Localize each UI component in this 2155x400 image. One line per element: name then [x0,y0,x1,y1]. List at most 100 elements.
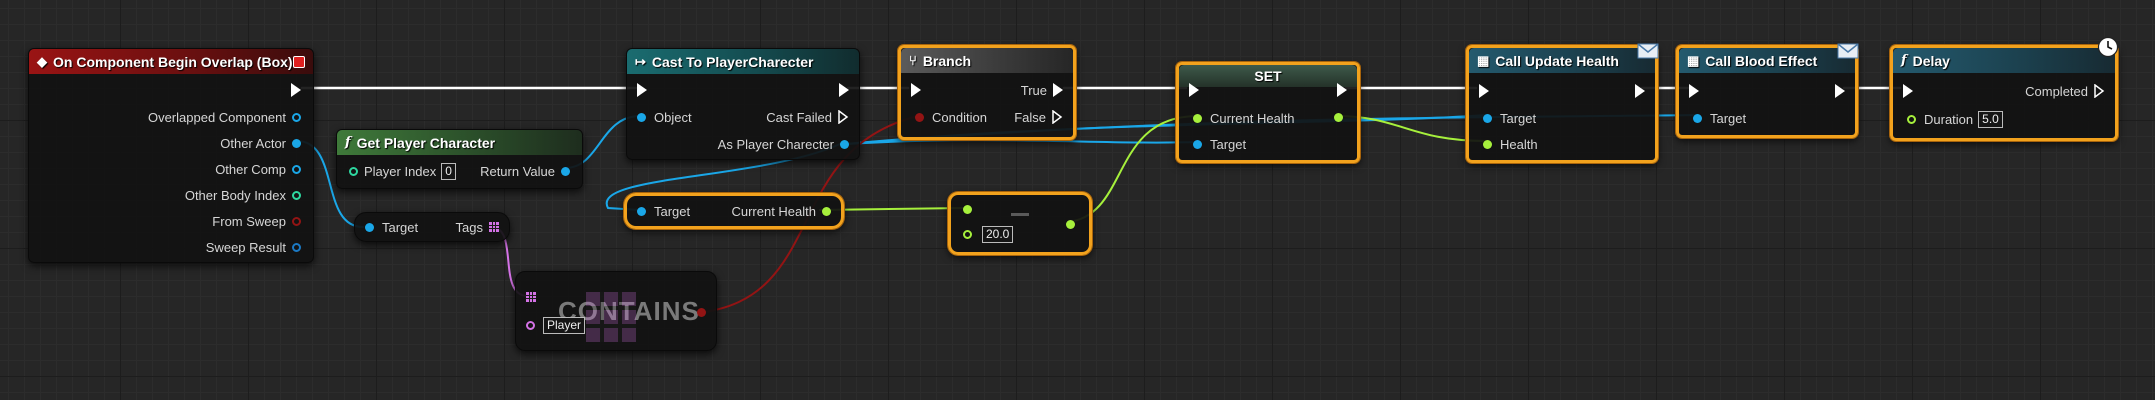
subtract-node[interactable]: 20.0 [948,192,1092,255]
object-pin[interactable] [292,138,301,148]
exec-out-pin[interactable] [1835,84,1845,98]
exec-in-pin[interactable] [637,83,647,97]
branch-title: Branch [922,52,972,69]
duration-field[interactable]: 5.0 [1978,110,2003,128]
subtract-value-field[interactable]: 20.0 [982,225,1014,243]
float-pin[interactable] [1193,113,1202,123]
object-pin[interactable] [840,139,849,149]
blood-effect-node[interactable]: ▦ Call Blood Effect Target [1676,45,1858,138]
function-icon: f [345,135,351,150]
object-pin[interactable] [1193,139,1202,149]
update-health-header[interactable]: ▦ Call Update Health [1469,48,1655,73]
pin-row: Target [1693,109,1746,127]
contains-value-field[interactable]: Player [543,316,586,334]
pin-label: Overlapped Component [147,109,286,125]
pin-label: Object [654,109,692,125]
pin-label: Other Body Index [184,187,286,203]
pin-row: Cast Failed [766,108,849,126]
exec-out-pin[interactable] [1053,83,1063,97]
exec-out-row [291,81,301,99]
pin-label: Condition [932,109,987,125]
branch-header[interactable]: ⑂ Branch [901,48,1073,73]
pin-row: Condition [915,108,987,126]
exec-out-pin[interactable] [839,83,849,97]
overlap-event-node[interactable]: ◆ On Component Begin Overlap (Box) Overl… [28,48,314,263]
pin-row: Object [637,108,692,126]
clock-icon [2097,36,2119,58]
pin-row: Target [1193,135,1246,153]
exec-in-pin[interactable] [1189,83,1199,97]
pin-label: Target [382,219,419,235]
grid-watermark-icon [586,292,636,342]
delay-title: Delay [1912,52,1950,69]
pin-row: Other Body Index [185,186,301,204]
blood-effect-header[interactable]: ▦ Call Blood Effect [1679,48,1855,73]
set-header[interactable]: SET [1179,65,1357,87]
pin-row: Player Index 0 [349,162,456,180]
update-health-node[interactable]: ▦ Call Update Health Target Health [1466,45,1658,163]
function-icon: f [1901,53,1907,68]
float-pin[interactable] [963,229,972,239]
bool-pin[interactable] [292,216,301,226]
exec-out-row [839,81,849,99]
get-tags-node[interactable]: Target Tags [354,212,510,242]
object-pin[interactable] [1693,113,1702,123]
cast-header[interactable]: ↦ Cast To PlayerCharecter [627,49,859,74]
object-pin[interactable] [292,112,301,122]
float-pin[interactable] [963,205,972,214]
float-pin[interactable] [1907,114,1916,124]
float-pin[interactable] [822,206,831,216]
pin-label: Current Health [1210,110,1295,126]
set-node[interactable]: SET Current Health Target [1176,62,1360,163]
exec-in-pin[interactable] [1689,84,1699,98]
get-player-character-node[interactable]: f Get Player Character Player Index 0 Re… [336,129,583,189]
contains-node[interactable]: CONTAINS Player [515,271,717,351]
exec-out-hollow-pin[interactable] [838,110,849,124]
float-pin[interactable] [1334,113,1343,122]
delay-node[interactable]: f Delay Completed Duration 5.0 [1890,45,2118,141]
object-pin[interactable] [637,206,646,216]
exec-in-row [1689,82,1699,100]
exec-in-pin[interactable] [911,83,921,97]
pin-label: From Sweep [212,213,286,229]
bool-pin[interactable] [697,308,706,317]
exec-out-hollow-pin[interactable] [1052,110,1063,124]
update-health-title: Call Update Health [1495,52,1619,69]
object-pin[interactable] [292,164,301,174]
function-table-icon: ▦ [1477,52,1490,68]
name-pin[interactable] [526,320,535,330]
pin-label: Player Index [364,163,437,179]
cast-node[interactable]: ↦ Cast To PlayerCharecter Object Cast Fa… [626,48,860,160]
array-pin[interactable] [526,292,536,302]
overlap-event-header[interactable]: ◆ On Component Begin Overlap (Box) [29,49,313,74]
exec-in-pin[interactable] [1903,84,1913,98]
get-current-health-node[interactable]: Target Current Health [624,193,844,229]
struct-pin[interactable] [292,242,301,252]
bool-pin[interactable] [915,112,924,122]
exec-in-pin[interactable] [1479,84,1489,98]
object-pin[interactable] [637,112,646,122]
object-pin[interactable] [1483,113,1492,123]
float-pin[interactable] [1483,139,1492,149]
delay-header[interactable]: f Delay [1893,48,2115,73]
exec-out-pin[interactable] [1337,83,1347,97]
float-pin[interactable] [1066,220,1075,229]
player-index-field[interactable]: 0 [441,162,456,180]
exec-out-pin[interactable] [1635,84,1645,98]
int-pin[interactable] [292,190,301,200]
exec-out-hollow-pin[interactable] [2094,84,2105,98]
object-pin[interactable] [561,166,570,176]
object-wire [845,139,1199,145]
object-pin[interactable] [365,222,374,232]
array-pin[interactable] [489,222,499,232]
pin-row: Overlapped Component [148,108,301,126]
int-pin[interactable] [349,166,358,176]
pin-label: Duration [1924,111,1974,127]
get-player-character-header[interactable]: f Get Player Character [337,130,582,155]
pin-row: From Sweep [212,212,301,230]
pin-label: Target [654,203,691,219]
exec-out-pin[interactable] [291,83,301,97]
branch-node[interactable]: ⑂ Branch True Condition False [898,45,1076,140]
set-title: SET [1254,68,1282,84]
pin-row: True [1021,81,1063,99]
